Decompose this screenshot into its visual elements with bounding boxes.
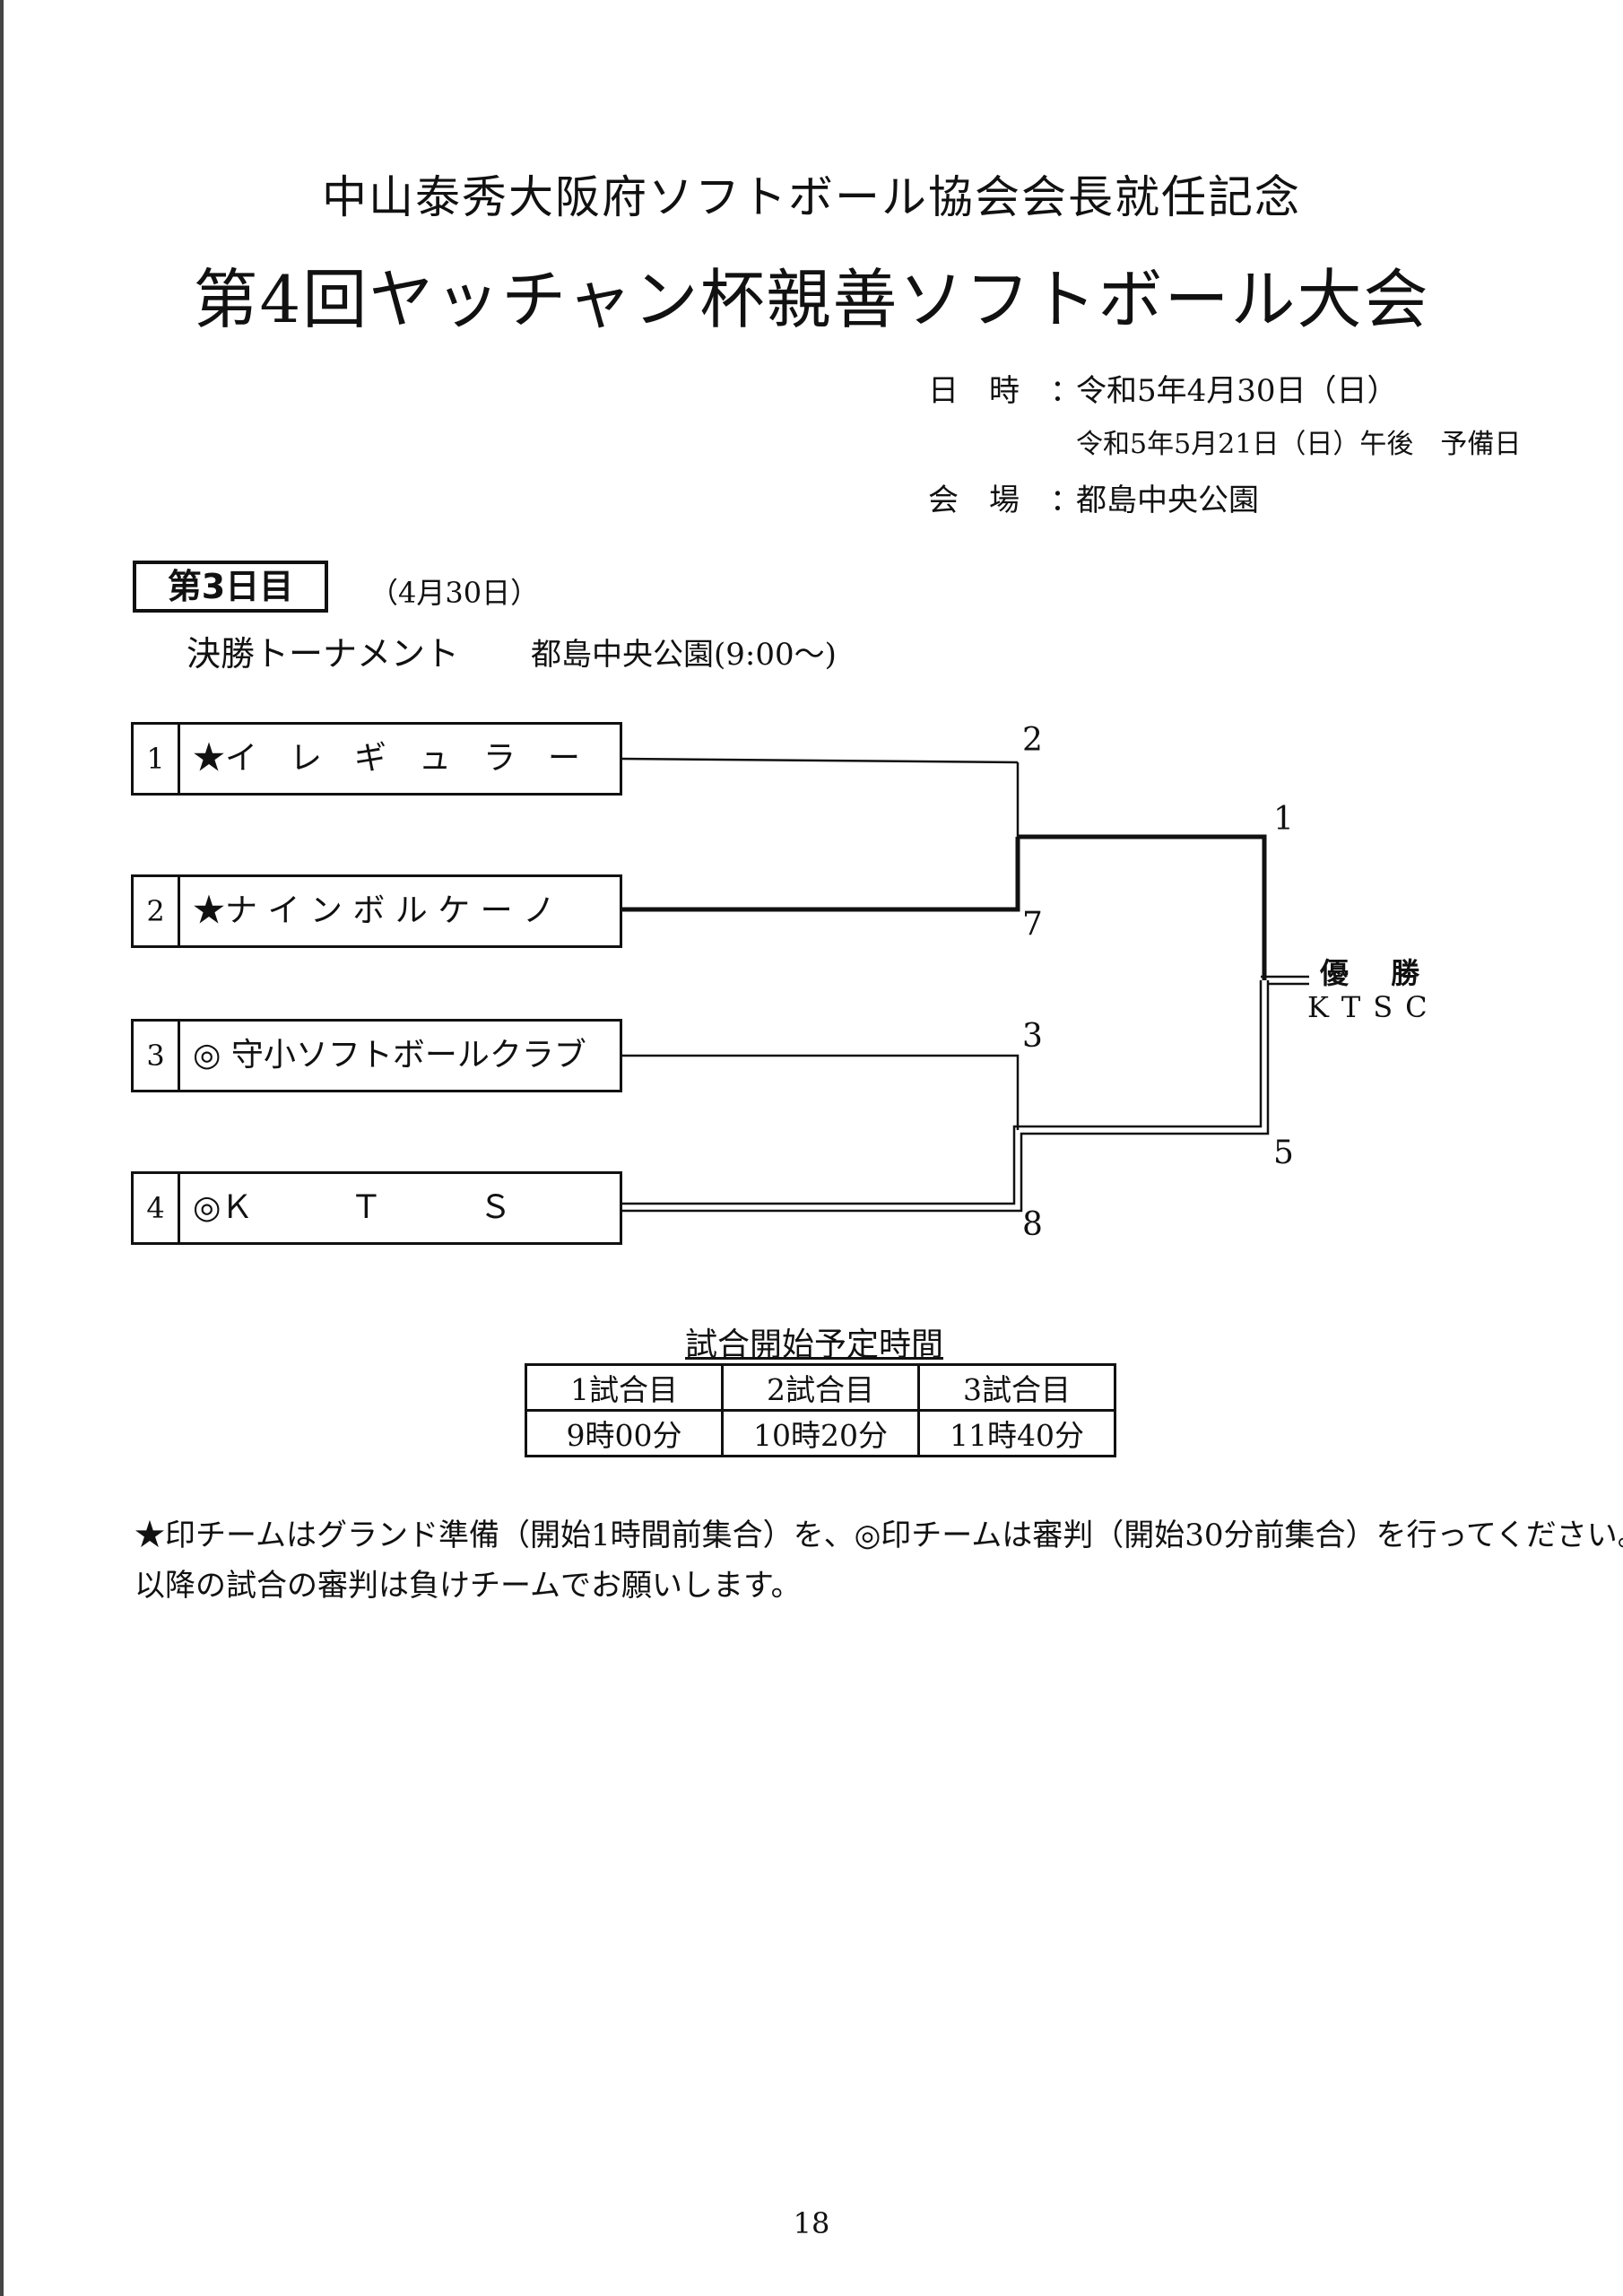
team-box-3: 3 ◎ 守小ソフトボールクラブ: [131, 1019, 622, 1092]
score-semi2-top: 3: [1022, 1018, 1043, 1055]
schedule-header-cell: 2試合目: [721, 1363, 920, 1412]
team-name: ★ナ イ ン ボ ル ケ ー ノ: [193, 892, 556, 929]
tournament-title: 決勝トーナメント: [187, 634, 460, 674]
score-final-top: 1: [1273, 801, 1294, 838]
bracket-line-team4-winner-b: [622, 980, 1270, 1213]
date-label: 日 時 ：: [928, 373, 1081, 409]
schedule-time-row: 9時00分 10時20分 11時40分: [525, 1409, 1116, 1457]
bracket-line-team4-winner-a: [622, 980, 1263, 1205]
team-seed: 3: [134, 1022, 180, 1090]
note-line-1: ★印チームはグランド準備（開始1時間前集合）を、◎印チームは審判（開始30分前集…: [135, 1518, 1623, 1553]
schedule-time-cell: 11時40分: [917, 1409, 1116, 1457]
team-name: ◎Ｋ Ｔ Ｓ Ｃ: [193, 1189, 612, 1226]
schedule-title: 試合開始予定時間: [684, 1326, 943, 1363]
schedule-header-cell: 1試合目: [525, 1363, 724, 1412]
bracket-line-team1: [621, 757, 1019, 764]
schedule-time-cell: 10時20分: [721, 1409, 920, 1457]
team-name: ◎ 守小ソフトボールクラブ: [193, 1037, 586, 1074]
date-value: 令和5年4月30日（日）: [1076, 373, 1398, 409]
event-subtitle: 中山泰秀大阪府ソフトボール協会会長就任記念: [322, 171, 1301, 223]
bracket-line-final-upper: [1018, 834, 1267, 980]
reserve-date: 令和5年5月21日（日）午後 予備日: [1076, 429, 1522, 460]
score-semi2-bottom: 8: [1022, 1206, 1043, 1243]
event-title: 第4回ヤッチャン杯親善ソフトボール大会: [193, 262, 1430, 337]
schedule-time-cell: 9時00分: [525, 1409, 724, 1457]
schedule-header-row: 1試合目 2試合目 3試合目: [525, 1363, 1116, 1412]
score-final-bottom: 5: [1273, 1135, 1294, 1171]
team-seed: 2: [134, 877, 180, 945]
venue-value: 都島中央公園: [1076, 483, 1259, 518]
bracket-line-team3: [622, 1054, 1020, 1130]
day-date: （4月30日）: [369, 576, 540, 610]
team-seed: 1: [134, 725, 180, 793]
venue-label: 会 場 ：: [928, 483, 1081, 518]
team-box-4: 4 ◎Ｋ Ｔ Ｓ Ｃ: [131, 1171, 622, 1245]
score-semi1-top: 2: [1022, 722, 1043, 759]
schedule-header-cell: 3試合目: [917, 1363, 1116, 1412]
team-name: ★イ レ ギ ュ ラ ー: [193, 740, 581, 777]
score-semi1-bottom: 7: [1022, 906, 1043, 943]
note-line-2: 以降の試合の審判は負けチームでお願いします。: [135, 1568, 802, 1604]
page-number: 18: [793, 2206, 830, 2240]
team-box-1: 1 ★イ レ ギ ュ ラ ー: [131, 722, 622, 796]
scan-edge: [0, 0, 4, 2296]
champion-name: KTSC: [1307, 990, 1440, 1024]
team-seed: 4: [134, 1174, 180, 1242]
day-heading: 第3日目: [133, 561, 328, 613]
team-box-2: 2 ★ナ イ ン ボ ル ケ ー ノ: [131, 874, 622, 948]
schedule-table: 1試合目 2試合目 3試合目 9時00分 10時20分 11時40分: [525, 1363, 1116, 1457]
bracket-line-team2-winner: [622, 837, 1020, 912]
tournament-venue-time: 都島中央公園(9:00～): [531, 637, 837, 673]
champion-label: 優 勝: [1320, 956, 1436, 990]
